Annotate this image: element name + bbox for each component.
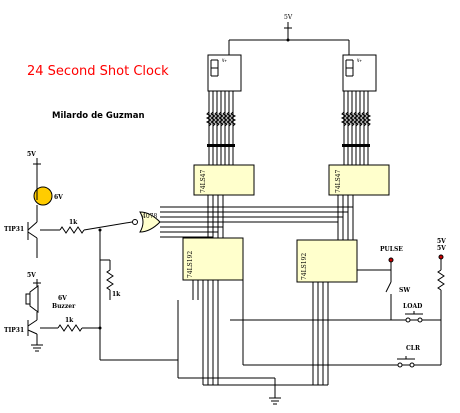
- clr-label: CLR: [406, 345, 421, 352]
- lamp-label: 6V: [54, 194, 63, 201]
- transistor-bottom-label: TIP31: [4, 327, 24, 334]
- transistor-top-label: TIP31: [4, 226, 24, 233]
- resistor-a-label: 1k: [69, 219, 78, 226]
- display-right-vplus: V+: [357, 58, 362, 63]
- buzzer-circuit: 5V 6V Buzzer TIP31 1k: [4, 272, 102, 352]
- pulse-label: PULSE: [380, 246, 403, 253]
- decoder-right-label: 74LS47: [335, 169, 342, 193]
- sw-label: SW: [399, 287, 410, 294]
- lamp-circuit: 5V 6V TIP31 1k 1k: [4, 151, 178, 361]
- decoder-right: 74LS47: [328, 164, 390, 196]
- top-supply: 5V: [228, 14, 350, 55]
- supply-right-label: 5V: [437, 238, 446, 245]
- counter-left-label: 74LS192: [187, 251, 194, 278]
- display-left: V+: [207, 54, 242, 92]
- counter-right: 74LS192: [296, 239, 358, 385]
- bottom-bus: [177, 280, 422, 405]
- buzzer-voltage-label: 6V: [58, 295, 67, 302]
- decoder-left: 74LS47: [193, 164, 255, 196]
- load-switch: LOAD: [403, 303, 423, 323]
- display-right: V+: [342, 54, 377, 92]
- supply-right-b-label: 5V: [437, 245, 446, 252]
- gate-label: 4078: [142, 213, 157, 220]
- counter-left: 74LS192: [182, 237, 244, 385]
- resistor-c-label: 1k: [112, 291, 121, 298]
- load-label: LOAD: [403, 303, 422, 310]
- segment-lines-left: [205, 91, 237, 165]
- resistor-b-label: 1k: [65, 317, 74, 324]
- supply-left-top-label: 5V: [27, 151, 36, 158]
- supply-top-label: 5V: [284, 14, 293, 21]
- decoder-left-label: 74LS47: [200, 169, 207, 193]
- author-label: Milardo de Guzman: [52, 111, 145, 121]
- page-title: 24 Second Shot Clock: [27, 64, 169, 79]
- counter-right-label: 74LS192: [301, 253, 308, 280]
- pulse-switch: PULSE SW: [357, 246, 410, 320]
- display-left-vplus: V+: [222, 58, 227, 63]
- right-supply: 5V 5V: [410, 238, 446, 366]
- supply-left-mid-label: 5V: [27, 272, 36, 279]
- clr-switch: CLR: [397, 345, 421, 368]
- gate-4078: 4078: [132, 211, 161, 233]
- segment-lines-right: [340, 91, 372, 165]
- buzzer-label: Buzzer: [52, 303, 76, 310]
- gate-bus: [160, 206, 353, 238]
